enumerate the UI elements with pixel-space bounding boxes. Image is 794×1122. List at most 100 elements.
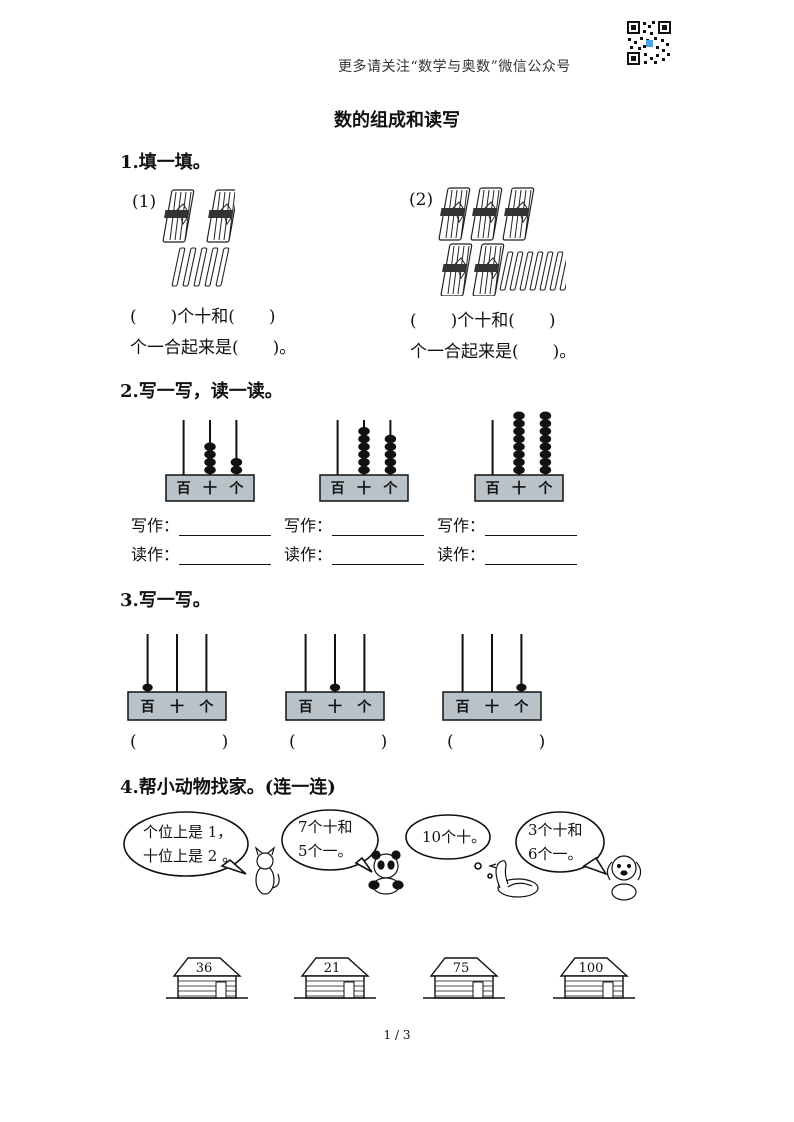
q1-part2-line1: ( )个十和( ) bbox=[410, 311, 556, 331]
q2-heading: 2.写一写，读一读。 bbox=[120, 381, 283, 402]
q2-bead bbox=[513, 450, 525, 459]
house-number: 21 bbox=[324, 961, 341, 976]
q3-place-label: 个 bbox=[198, 699, 214, 716]
q2-bead bbox=[358, 450, 370, 459]
q3-place-label: 百 bbox=[456, 700, 470, 716]
q2-place-label: 个 bbox=[382, 480, 398, 497]
q2-read-label-2: 读作： bbox=[284, 545, 333, 564]
q2-read-label-1: 读作： bbox=[131, 545, 180, 564]
q2-bead bbox=[513, 442, 525, 451]
q2-bead bbox=[230, 458, 243, 467]
q3-place-label: 十 bbox=[170, 699, 184, 716]
q2-abacus-1: 百十个 bbox=[165, 420, 255, 502]
q1-heading: 1.填一填。 bbox=[120, 152, 211, 173]
q3-heading: 3.写一写。 bbox=[120, 590, 211, 611]
house-door bbox=[343, 981, 355, 999]
bubble-1-text: 个位上是 1，十位上是 2 。 bbox=[143, 823, 238, 865]
q2-write-label-1: 写作： bbox=[131, 516, 180, 535]
q2-bead bbox=[358, 434, 370, 444]
q2-read-answer-2[interactable] bbox=[332, 546, 425, 565]
q3-answer-2[interactable]: ( ) bbox=[289, 732, 388, 752]
q2-bead bbox=[384, 450, 397, 459]
header-text: 更多请关注“数学与奥数”微信公众号 bbox=[338, 59, 571, 75]
q2-place-label: 百 bbox=[331, 481, 345, 497]
q2-bead bbox=[539, 465, 552, 475]
q3-place-label: 十 bbox=[485, 699, 499, 716]
q2-bead bbox=[358, 458, 370, 467]
q3-place-label: 百 bbox=[141, 700, 155, 716]
house-door bbox=[602, 981, 614, 999]
q1-part2-sticks-figure bbox=[438, 187, 566, 296]
q2-bead bbox=[384, 434, 397, 444]
q2-abacus-base bbox=[474, 474, 564, 502]
q3-bead bbox=[142, 683, 153, 692]
q2-bead bbox=[358, 427, 370, 436]
q2-bead bbox=[513, 458, 525, 467]
q2-read-answer-3[interactable] bbox=[485, 546, 578, 565]
q3-place-label: 个 bbox=[356, 699, 372, 716]
q3-abacus-1: 百十个 bbox=[127, 634, 227, 721]
q2-abacus-2: 百十个 bbox=[319, 420, 409, 502]
q2-read-answer-1[interactable] bbox=[179, 546, 272, 565]
q2-abacus-base bbox=[319, 474, 409, 502]
q2-bead bbox=[384, 465, 397, 475]
q3-answer-1[interactable]: ( ) bbox=[130, 732, 229, 752]
house-wall bbox=[434, 975, 494, 999]
house-wall bbox=[305, 975, 365, 999]
duck-icon bbox=[487, 860, 539, 898]
q2-abacus-figures: 百十个百十个百十个 bbox=[165, 411, 564, 502]
house-wall bbox=[177, 975, 237, 999]
q2-bead bbox=[230, 465, 243, 475]
q2-place-label: 个 bbox=[228, 480, 244, 497]
q3-abacus-figures: 百十个百十个百十个 bbox=[127, 634, 542, 721]
house-door bbox=[215, 981, 227, 999]
q3-place-label: 十 bbox=[328, 699, 342, 716]
q2-bead bbox=[513, 434, 525, 444]
q1-part1-sticks-figure bbox=[162, 189, 235, 287]
q1-part2-label: (2) bbox=[409, 190, 434, 210]
q3-bead bbox=[329, 683, 341, 692]
q2-read-label-3: 读作： bbox=[437, 545, 486, 564]
bubble-3-text: 10个十。 bbox=[422, 828, 487, 846]
q2-bead bbox=[384, 458, 397, 467]
q3-abacus-base bbox=[127, 691, 227, 721]
q2-abacus-3: 百十个 bbox=[474, 411, 564, 502]
q2-bead bbox=[539, 450, 552, 459]
q2-place-label: 十 bbox=[203, 480, 217, 497]
page-number: 1 / 3 bbox=[383, 1028, 411, 1042]
dog-icon bbox=[606, 855, 642, 901]
q2-bead bbox=[539, 427, 552, 436]
q2-write-answer-3[interactable] bbox=[485, 517, 578, 536]
q3-bead bbox=[516, 683, 527, 692]
q2-write-answer-1[interactable] bbox=[179, 517, 272, 536]
q2-place-label: 十 bbox=[357, 480, 371, 497]
cat-icon bbox=[254, 846, 280, 895]
page-title: 数的组成和读写 bbox=[334, 110, 460, 131]
q2-place-label: 百 bbox=[486, 481, 500, 497]
q3-answer-3[interactable]: ( ) bbox=[447, 732, 546, 752]
q3-place-label: 个 bbox=[513, 699, 529, 716]
qr-code-icon bbox=[626, 20, 672, 66]
q2-abacus-base bbox=[165, 474, 255, 502]
q2-bead bbox=[539, 419, 552, 428]
q4-speech-bubbles bbox=[123, 809, 642, 901]
house-1: 36 bbox=[166, 957, 248, 999]
q2-place-label: 十 bbox=[512, 480, 526, 497]
house-door bbox=[472, 981, 484, 999]
q2-write-label-2: 写作： bbox=[284, 516, 333, 535]
house-number: 100 bbox=[579, 961, 604, 976]
q2-write-label-3: 写作： bbox=[437, 516, 486, 535]
q4-heading: 4.帮小动物找家。(连一连) bbox=[120, 777, 336, 798]
q2-write-answer-2[interactable] bbox=[332, 517, 425, 536]
house-4: 100 bbox=[553, 957, 635, 999]
house-number: 75 bbox=[453, 961, 470, 976]
house-3: 75 bbox=[423, 957, 505, 999]
q2-place-label: 个 bbox=[537, 480, 553, 497]
q4-houses: 36 21 75 100 bbox=[166, 957, 635, 999]
q3-abacus-3: 百十个 bbox=[442, 634, 542, 721]
q2-bead bbox=[539, 442, 552, 451]
q2-bead bbox=[358, 465, 370, 475]
q2-bead bbox=[204, 442, 216, 451]
